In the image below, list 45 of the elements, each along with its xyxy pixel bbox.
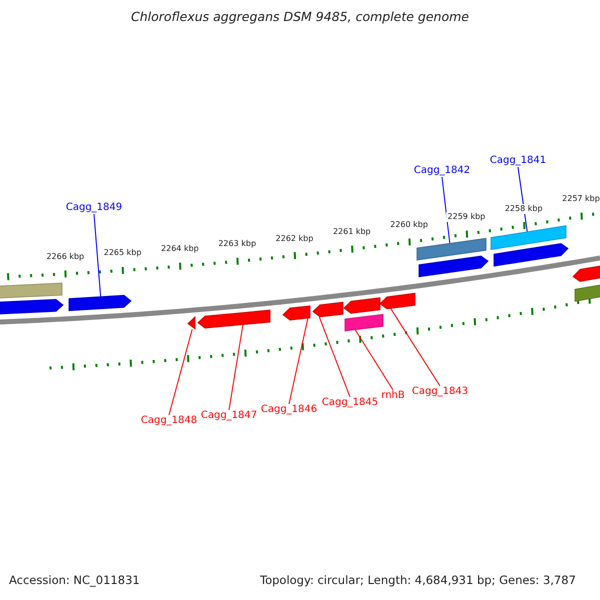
gene-label: Cagg_1841 [490, 156, 546, 166]
scale-label: 2265 kbp [102, 248, 142, 258]
leader-line [94, 214, 102, 298]
leader-line [318, 316, 350, 398]
gene-feature [574, 284, 600, 302]
leader-line [168, 328, 193, 416]
scale-label: 2262 kbp [274, 234, 314, 244]
accession-text: Accession: NC_011831 [9, 575, 140, 586]
gene-feature [572, 264, 600, 282]
scale-label: 2261 kbp [332, 227, 372, 238]
gene-feature [344, 314, 384, 332]
leader-line [390, 308, 440, 386]
leader-line [518, 166, 528, 233]
scale-label: 2260 kbp [389, 220, 429, 230]
title: Chloroflexus aggregans DSM 9485, complete genome [130, 11, 470, 24]
gene-label: Cagg_1847 [200, 411, 258, 421]
scale-label: 2266 kbp [45, 252, 86, 262]
gene-feature [0, 282, 62, 299]
gene-label: Cagg_1842 [414, 166, 470, 176]
gene-feature [343, 297, 380, 314]
scale-label: 2258 kbp [504, 204, 544, 214]
gene-label: Cagg_1849 [66, 203, 122, 213]
gene-feature [379, 292, 416, 310]
leader-line [442, 176, 450, 244]
gene-feature [312, 302, 344, 318]
genome-info-text: Topology: circular; Length: 4,684,931 bp; Genes: 3,787 [260, 575, 576, 586]
leader-line [288, 318, 308, 404]
scale-label: 2263 kbp [217, 239, 258, 250]
gene-label: Cagg_1845 [322, 398, 378, 408]
gene-feature [490, 225, 566, 250]
gene-feature [418, 256, 489, 278]
gene-label: Cagg_1846 [260, 405, 318, 415]
leader-line [228, 324, 244, 410]
gene-label: Cagg_1848 [140, 416, 198, 426]
gene-feature [416, 238, 486, 260]
gene-feature [68, 294, 132, 312]
scale-label: 2257 kbp [561, 194, 600, 204]
scale-label: 2264 kbp [160, 244, 200, 254]
gene-feature [494, 243, 569, 267]
scale-label: 2259 kbp [446, 212, 486, 222]
gene-label: Cagg_1843 [412, 387, 468, 397]
leader-line [354, 329, 394, 390]
gene-feature [0, 299, 64, 314]
gene-label: rnhB [381, 391, 405, 401]
gene-feature [282, 305, 310, 320]
